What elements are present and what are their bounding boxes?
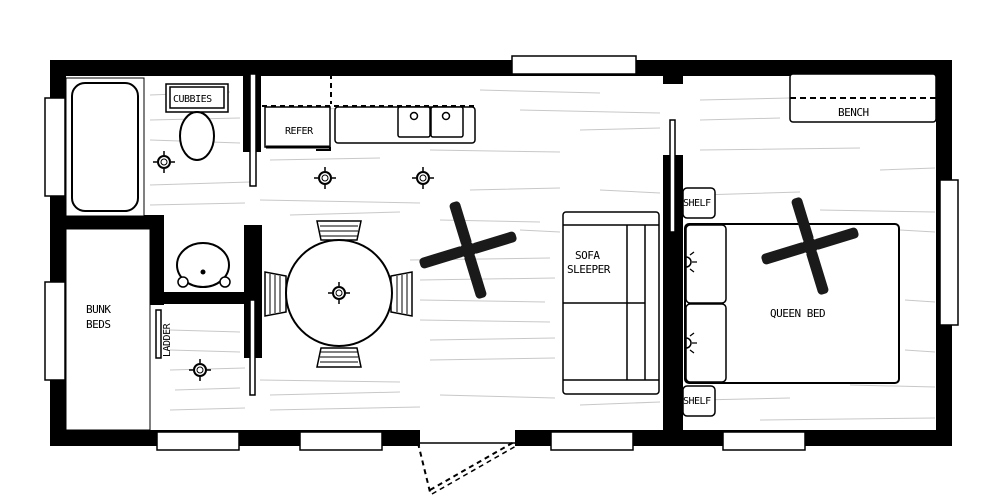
- ceiling-light-icon: [314, 167, 336, 189]
- sink-basin-right: [430, 106, 464, 138]
- window-bottom-1[interactable]: [156, 431, 240, 451]
- bunk-room: BUNK BEDS LADDER: [65, 228, 211, 431]
- sofa-label-1: SOFA: [575, 249, 600, 262]
- cubbies-label: CUBBIES: [173, 94, 212, 105]
- bench-label: BENCH: [838, 106, 869, 119]
- sofa-sleeper: SOFA SLEEPER: [562, 211, 660, 395]
- ladder: [155, 309, 162, 359]
- ceiling-fan-icon[interactable]: [418, 200, 517, 299]
- refrigerator: [264, 106, 331, 148]
- windows[interactable]: [44, 55, 959, 451]
- shelf-bottom: [682, 385, 716, 417]
- ceiling-fan-icon[interactable]: [760, 196, 859, 295]
- window-bottom-3[interactable]: [550, 431, 634, 451]
- chair-left: [264, 271, 287, 317]
- pillow-bottom: [685, 303, 727, 383]
- sink-basin-left: [397, 106, 431, 138]
- bunk-beds-label-2: BEDS: [86, 318, 111, 331]
- window-bottom-4[interactable]: [722, 431, 806, 451]
- window-bath[interactable]: [44, 97, 66, 197]
- window-bunk[interactable]: [44, 281, 66, 381]
- ceiling-light-icon: [412, 167, 434, 189]
- queen-bed-label: QUEEN BED: [770, 307, 825, 320]
- window-top[interactable]: [511, 55, 637, 75]
- toilet: [179, 111, 215, 161]
- queen-bed: [684, 223, 900, 384]
- bathroom-sink: [176, 242, 230, 288]
- wall-lamp-icon[interactable]: [685, 251, 697, 273]
- chair-top: [316, 220, 362, 241]
- sofa-label-2: SLEEPER: [567, 263, 611, 276]
- shelf-top-label: SHELF: [683, 198, 711, 209]
- pocket-doors: [249, 73, 676, 396]
- wall-lamp-icon[interactable]: [685, 332, 697, 354]
- dining-set: [264, 220, 413, 368]
- bathtub: [71, 82, 139, 212]
- chair-right: [390, 271, 413, 317]
- ceiling-light-icon: [153, 151, 175, 173]
- refrigerator-label: REFER: [285, 126, 314, 137]
- chair-bottom: [316, 347, 362, 368]
- bunk-beds: [65, 228, 151, 431]
- ladder-label: LADDER: [162, 322, 173, 357]
- bathroom: CUBBIES: [65, 77, 231, 288]
- window-bottom-2[interactable]: [299, 431, 383, 451]
- bedroom: BENCH SHELF SHELF QUEEN BED: [682, 73, 937, 417]
- kitchen: REFER: [262, 74, 476, 189]
- pillow-top: [685, 224, 727, 304]
- cubbies-inner: [169, 86, 225, 109]
- ceiling-light-icon: [328, 282, 350, 304]
- entry-door[interactable]: [417, 441, 517, 495]
- shelf-bottom-label: SHELF: [683, 396, 711, 407]
- ceiling-light-icon: [189, 359, 211, 381]
- shelf-top: [682, 187, 716, 219]
- bunk-beds-label-1: BUNK: [86, 303, 111, 316]
- window-bedroom-side[interactable]: [939, 179, 959, 326]
